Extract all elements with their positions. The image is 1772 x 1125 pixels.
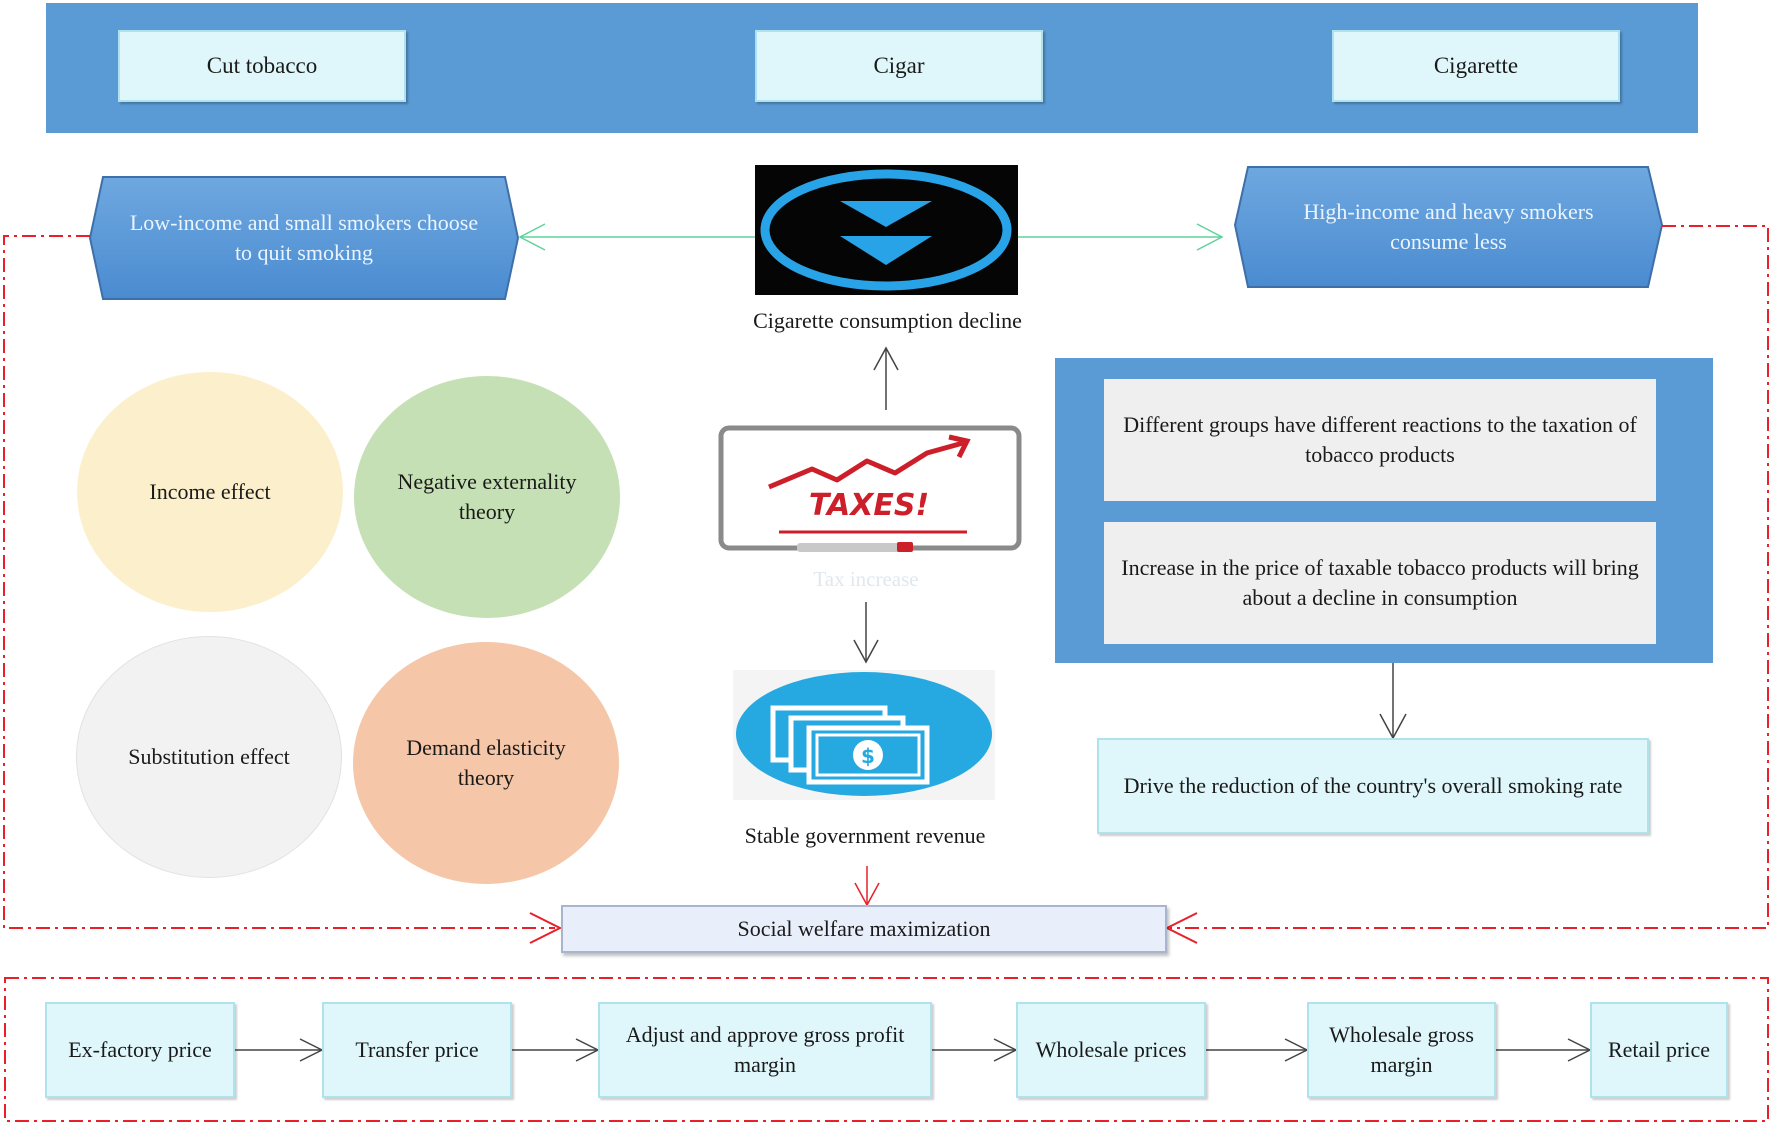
price-increase-box: Increase in the price of taxable tobacco…: [1104, 522, 1656, 644]
category-cigar: Cigar: [755, 30, 1043, 102]
negative-externality-circle: Negative externality theory: [354, 376, 620, 618]
left-hexagon-shape: [88, 176, 520, 300]
taxes-sign-text: TAXES!: [809, 488, 929, 523]
category-cut-tobacco: Cut tobacco: [118, 30, 406, 102]
tax-increase-caption: Tax increase: [813, 566, 919, 591]
chain-ex-factory-price: Ex-factory price: [45, 1002, 235, 1098]
consumption-decline-icon: [755, 165, 1018, 295]
chain-wholesale-prices: Wholesale prices: [1016, 1002, 1206, 1098]
substitution-effect-circle: Substitution effect: [76, 636, 342, 878]
income-effect-circle: Income effect: [77, 372, 343, 612]
money-revenue-icon: $: [733, 670, 995, 800]
svg-text:$: $: [861, 744, 875, 768]
chain-retail-price: Retail price: [1590, 1002, 1728, 1098]
cigarette-consumption-decline-caption: Cigarette consumption decline: [753, 308, 1022, 334]
drive-reduction-box: Drive the reduction of the country's ove…: [1097, 738, 1649, 834]
chain-transfer-price: Transfer price: [322, 1002, 512, 1098]
category-cigarette: Cigarette: [1332, 30, 1620, 102]
low-income-quit-label: Low-income and small smokers choose to q…: [129, 210, 479, 265]
different-groups-box: Different groups have different reaction…: [1104, 379, 1656, 501]
high-income-consume-less-label: High-income and heavy smokers consume le…: [1303, 199, 1594, 254]
taxes-whiteboard-icon: TAXES!: [717, 425, 1025, 555]
chain-wholesale-gross-margin: Wholesale gross margin: [1307, 1002, 1496, 1098]
chain-adjust-gross-profit-margin: Adjust and approve gross profit margin: [598, 1002, 932, 1098]
right-hexagon-shape: [1233, 166, 1664, 288]
social-welfare-box: Social welfare maximization: [561, 905, 1167, 953]
stable-government-revenue-caption: Stable government revenue: [744, 823, 986, 849]
demand-elasticity-circle: Demand elasticity theory: [353, 642, 619, 884]
